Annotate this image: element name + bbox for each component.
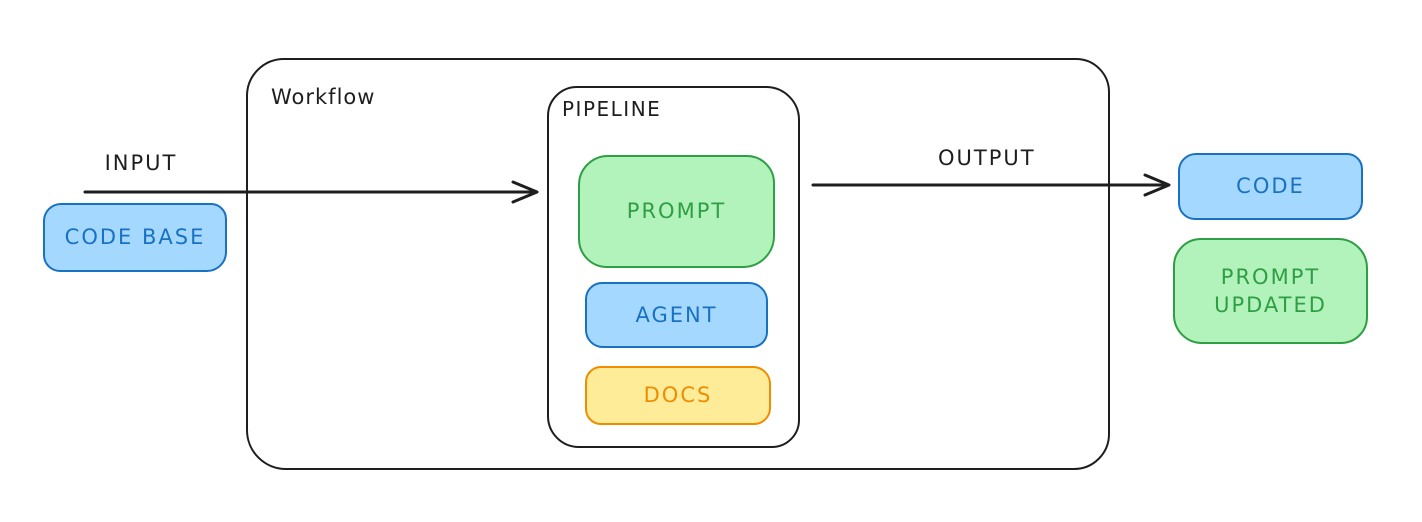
pipeline-container-label: PIPELINE [562, 97, 662, 121]
input-arrow [83, 180, 539, 204]
input-flow-label: INPUT [104, 151, 178, 175]
node-code-base: CODE BASE [43, 203, 227, 272]
output-flow-label: OUTPUT [938, 146, 1036, 170]
node-code: CODE [1178, 153, 1363, 220]
node-docs: DOCS [585, 366, 771, 425]
workflow-container-label: Workflow [271, 85, 376, 109]
output-arrow [811, 173, 1171, 197]
workflow-container [246, 58, 1110, 470]
node-prompt: PROMPT [578, 155, 775, 268]
node-agent: AGENT [585, 282, 768, 348]
node-prompt-updated: PROMPT UPDATED [1173, 238, 1368, 344]
pipeline-container [547, 86, 800, 448]
